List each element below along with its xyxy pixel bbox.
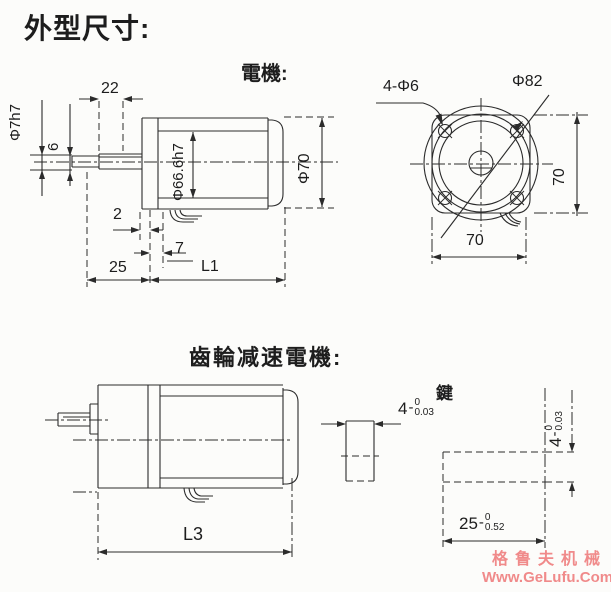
dim-spigot-length: 7 <box>175 240 184 257</box>
dim-step: 2 <box>113 206 122 223</box>
key-label: 鍵 <box>436 384 453 403</box>
dim-flange-width: 70 <box>466 232 484 249</box>
gear-motor-view-lines <box>45 384 299 560</box>
key-width-sign: - <box>408 399 414 417</box>
dim-key-seat-length: 25 - 0 0.52 <box>459 512 505 534</box>
dim-front-length: 25 <box>109 259 127 276</box>
dim-spigot-diameter: Φ66.6h7 <box>170 143 187 201</box>
watermark-brand: 格鲁夫机械 <box>492 551 608 568</box>
dim-key-width: 4 - 0 0.03 <box>398 397 434 419</box>
key-section-lines <box>321 420 401 482</box>
dim-key-height-detail: 4 - 0 0.03 <box>544 411 566 447</box>
key-length-nominal: 25 <box>459 514 478 534</box>
dim-mount-holes: 4-Φ6 <box>383 78 419 95</box>
dim-key-height: 6 <box>45 142 62 151</box>
key-width-nominal: 4 <box>398 399 408 419</box>
dim-flange-height: 70 <box>551 168 568 186</box>
key-length-upper-tol: 0 <box>484 512 491 523</box>
key-height-nominal: 4 <box>546 437 566 447</box>
dim-body-diameter: Φ70 <box>296 153 313 184</box>
key-seat-lines <box>442 388 578 548</box>
watermark-url: Www.GeLufu.Com <box>482 569 611 586</box>
dim-shaft-diameter: Φ7h7 <box>7 104 24 141</box>
dim-body-length: L1 <box>201 258 219 275</box>
page-title: 外型尺寸: <box>24 13 151 44</box>
key-length-sign: - <box>478 514 484 532</box>
dim-outer-diameter: Φ82 <box>512 73 543 90</box>
key-height-sign: - <box>546 431 564 437</box>
key-length-lower-tol: 0.52 <box>484 522 505 533</box>
motor-view-title: 電機: <box>241 63 288 85</box>
motor-front-view-lines <box>376 94 588 264</box>
key-width-upper-tol: 0 <box>414 397 421 408</box>
dim-total-length: L3 <box>183 524 204 544</box>
key-height-lower-tol: 0.03 <box>554 411 565 431</box>
motor-side-view-lines <box>30 96 338 287</box>
key-width-lower-tol: 0.03 <box>414 407 434 418</box>
dim-shaft-extension: 22 <box>101 80 119 97</box>
gear-motor-title: 齒輪减速電機: <box>189 345 343 370</box>
